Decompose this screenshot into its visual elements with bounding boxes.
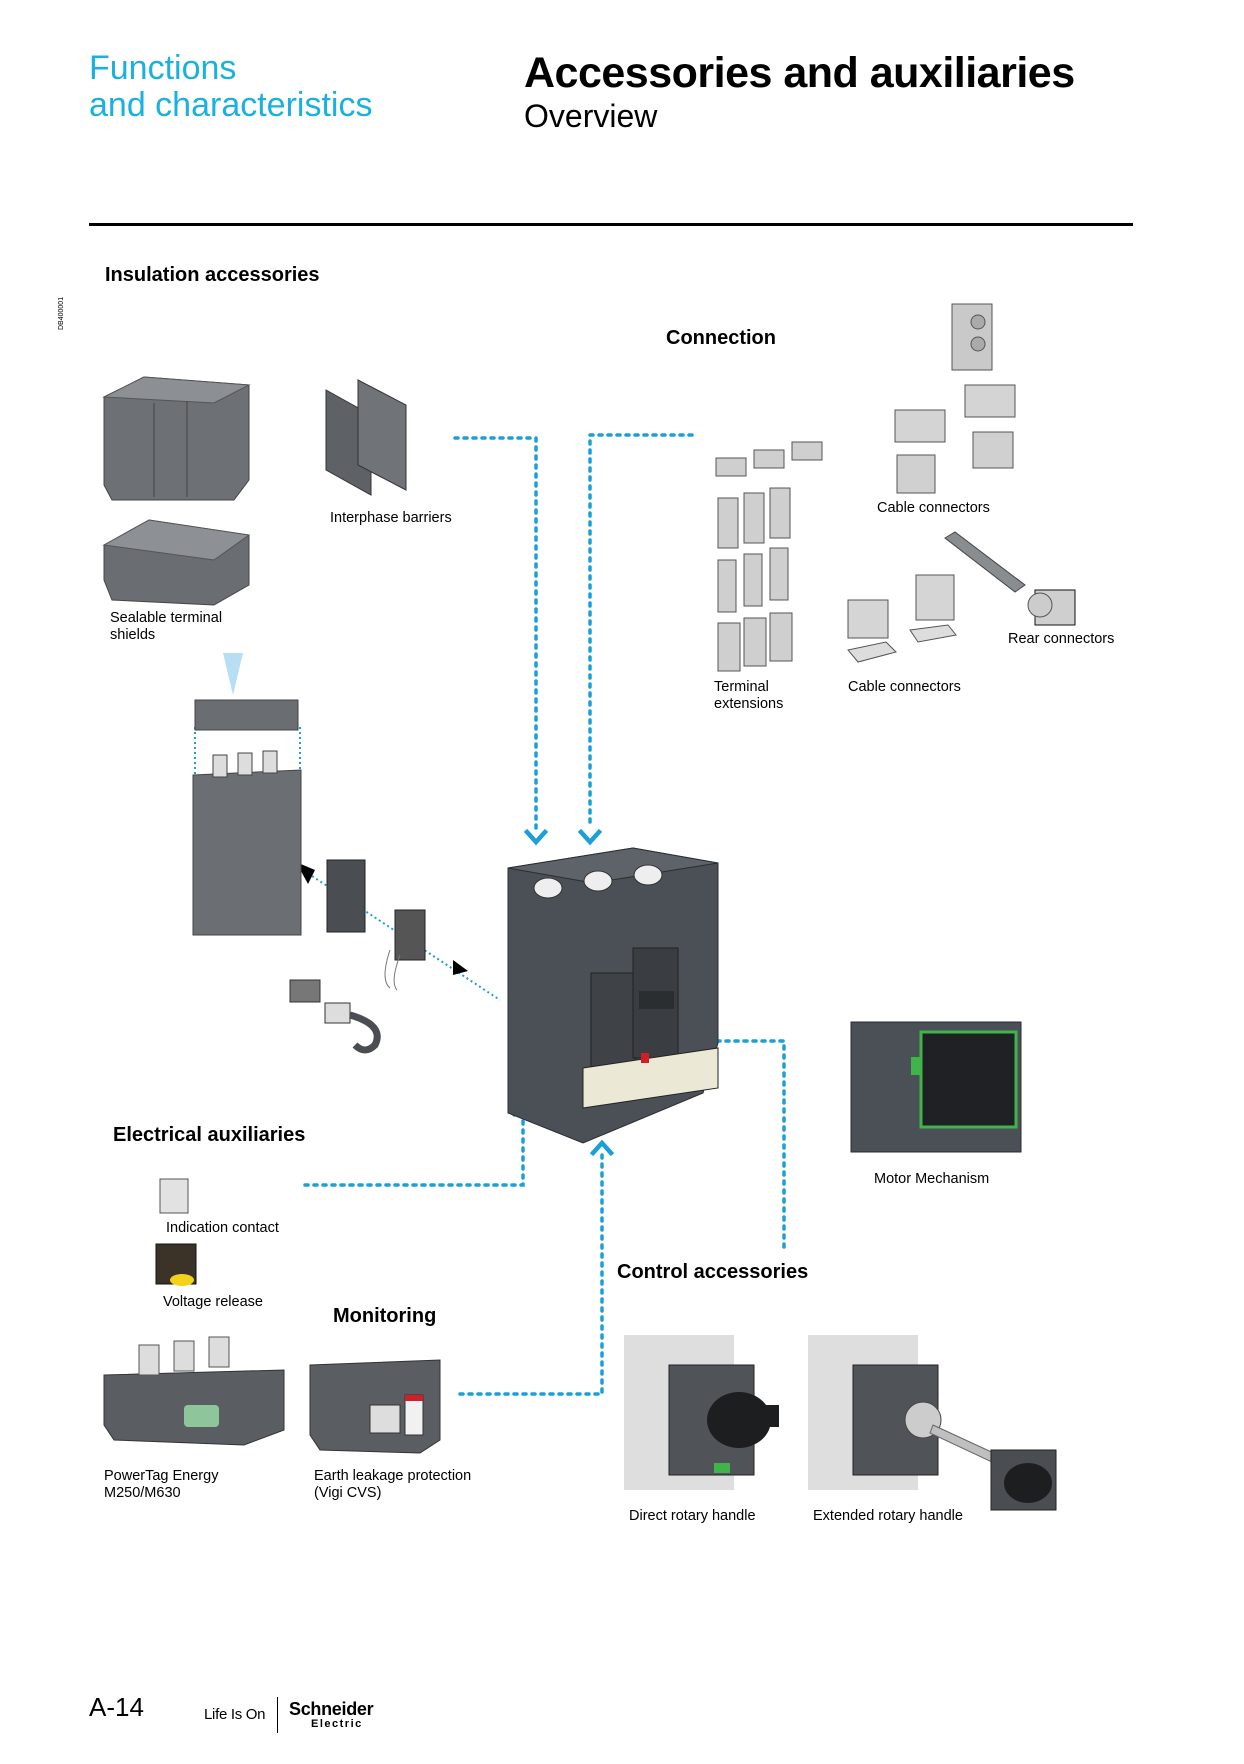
plug-in-base-image [192,699,302,936]
caption-motor-mechanism: Motor Mechanism [874,1171,990,1187]
terminal-extensions-image [715,441,823,672]
caption-voltage-release: Voltage release [163,1294,263,1310]
section-heading: Functions and characteristics [89,50,372,124]
sealable-terminal-shield-image [102,519,251,606]
insert-arrow-icon [453,960,468,975]
header-divider [89,223,1133,226]
section-heading-line1: Functions [89,49,237,87]
section-title-control: Control accessories [617,1261,809,1283]
terminal-shield-long-image [102,376,251,501]
interphase-barriers-image [325,379,407,496]
tagline: Life Is On [204,1706,266,1723]
caption-cable-connectors-top: Cable connectors [877,500,990,516]
section-heading-line2: and characteristics [89,86,373,124]
arrow-up-icon [589,1139,615,1157]
brand-logo: Schneider [289,1699,374,1719]
connector-line-connection [588,433,694,830]
page-subtitle: Overview [524,98,658,134]
caption-powertag-energy: PowerTag Energy M250/M630 [104,1468,219,1501]
vigi-earth-leakage-image [309,1359,441,1454]
section-title-connection: Connection [666,327,776,349]
direct-rotary-handle-image [624,1335,779,1490]
lug-connector-image [951,303,993,371]
circuit-breaker-image [507,847,719,1144]
communication-cable-image [289,979,381,1054]
extended-rotary-handle-image [808,1335,1057,1511]
caption-vigi-earth-leakage: Earth leakage protection (Vigi CVS) [314,1468,472,1501]
caption-extended-rotary-handle: Extended rotary handle [813,1508,963,1524]
connector-line-insulation [453,436,538,830]
caption-terminal-extensions: Terminal extensions [714,679,784,712]
caption-cable-connectors-bottom: Cable connectors [848,679,961,695]
caption-sealable-terminal-shields: Sealable terminal shields [110,610,223,643]
auxiliary-connector-image [326,859,366,933]
connector-line-electrical [303,1106,525,1187]
caption-direct-rotary-handle: Direct rotary handle [629,1508,756,1524]
motor-mechanism-image [850,1021,1022,1153]
arrow-down-icon [523,828,549,846]
caption-rear-connectors: Rear connectors [1008,631,1115,647]
cable-connectors-image [894,384,1016,494]
connector-line-monitoring [458,1148,604,1396]
arrow-down-icon [577,828,603,846]
brand-logo-sub: Electric [311,1718,363,1730]
wiring-connector-image [384,909,426,991]
caption-indication-contact: Indication contact [166,1220,279,1236]
section-title-electrical-auxiliaries: Electrical auxiliaries [113,1124,306,1146]
powertag-energy-image [103,1336,285,1446]
footer-separator [277,1697,278,1733]
section-title-monitoring: Monitoring [333,1305,437,1327]
page-title: Accessories and auxiliaries [524,49,1075,97]
page-number: A-14 [89,1692,144,1722]
section-title-insulation: Insulation accessories [105,264,320,286]
indication-contact-image [159,1178,189,1214]
rear-connectors-image [944,531,1076,626]
voltage-release-image [155,1243,197,1286]
cable-connectors-lower-image [847,574,957,663]
caption-interphase-barriers: Interphase barriers [330,510,452,526]
insert-arrow-icon [223,653,243,695]
